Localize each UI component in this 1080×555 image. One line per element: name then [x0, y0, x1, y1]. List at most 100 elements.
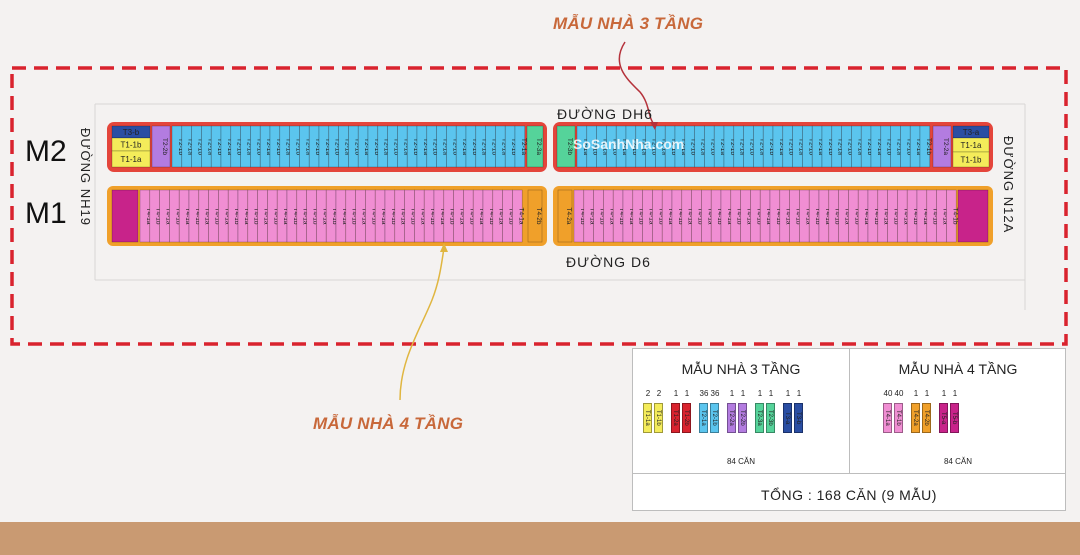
- legend-three-floor-swatch: T2-2b: [738, 403, 747, 433]
- m2-right-lot-label: T2-1b: [670, 138, 677, 155]
- m1-right-lot-label: T4-1a: [902, 208, 909, 225]
- legend-four-floor-swatch: T5-b: [950, 403, 959, 433]
- m2-right-lot-label: T2-1a: [660, 138, 667, 155]
- legend-divider-horizontal: [633, 473, 1065, 474]
- legend-three-floor-count: 1: [768, 389, 774, 398]
- m2-right-lot: [694, 125, 705, 168]
- m2-right-lot: [596, 125, 607, 168]
- legend-four-floor-count: 1: [924, 389, 930, 398]
- m2-left-lot-label: T2-1a: [520, 138, 527, 155]
- m2-right-lot-label: T2-1a: [602, 138, 609, 155]
- legend-four-floor-count: 1: [941, 389, 947, 398]
- m2-right-lot-label: T2-1a: [837, 138, 844, 155]
- m1-right-lot-label: T4-1a: [706, 208, 713, 225]
- legend-four-floor-swatch: T5-a: [939, 403, 948, 433]
- m2-left-lot: [514, 125, 526, 168]
- m1-right-lot-label: T4-1b: [853, 208, 860, 225]
- m2-corner-left-label: T3-b: [123, 128, 140, 137]
- m2-mid-right: [932, 125, 952, 168]
- street-bottom: ĐƯỜNG D6: [566, 254, 651, 270]
- m1-left-lot-label: T4-1a: [419, 208, 426, 225]
- m2-end-right-top-label: T1-1a: [961, 141, 982, 150]
- m2-left-lot-label: T2-1a: [344, 138, 351, 155]
- m2-left-lot-label: T2-1b: [255, 138, 262, 155]
- street-left: ĐƯỜNG NH19: [78, 128, 93, 226]
- m1-left-lot-label: T4-1a: [400, 208, 407, 225]
- m2-right-lot-label: T2-1b: [690, 138, 697, 155]
- m2-left-lot-label: T2-1b: [295, 138, 302, 155]
- callout-arrow-three-floor: [618, 41, 655, 125]
- m2-left-lot-label: T2-1b: [471, 138, 478, 155]
- m1-left-lot-label: T4-1b: [253, 208, 260, 225]
- m1-right-lot: [838, 189, 849, 243]
- m1-right-lot-label: T4-1a: [765, 208, 772, 225]
- block-label-m2: M2: [25, 135, 67, 168]
- m1-right-lot-label: T4-1b: [657, 208, 664, 225]
- legend-three-floor-swatch: T3-a: [783, 403, 792, 433]
- m1-left-lot-label: T4-1b: [429, 208, 436, 225]
- m1-left-lot-label: T4-1a: [341, 208, 348, 225]
- m2-left-lot-label: T2-1b: [412, 138, 419, 155]
- m1-right-lot-label: T4-1b: [932, 208, 939, 225]
- m2-left-lot-label: T2-1b: [510, 138, 517, 155]
- m2-left-lot-label: T2-1a: [500, 138, 507, 155]
- callout-arrow-four-floor-head: [440, 243, 448, 252]
- footer-band: [0, 522, 1080, 555]
- m2-right-lot-label: T2-1b: [651, 138, 658, 155]
- m2-left-lot-label: T2-1b: [216, 138, 223, 155]
- m1-right-lot-label: T4-1b: [814, 208, 821, 225]
- m1-right-lot-label: T4-1a: [883, 208, 890, 225]
- m2-left-lot: [250, 125, 261, 168]
- m1-left-lot: [345, 189, 356, 243]
- m2-left-lot-label: T2-1a: [383, 138, 390, 155]
- m1-left-lot-label: T4-1b: [312, 208, 319, 225]
- m1-right-lot: [593, 189, 604, 243]
- m2-left-lot-label: T2-1a: [226, 138, 233, 155]
- m2-left-lot-label: T2-1b: [177, 138, 184, 155]
- m1-right-lot-label: T4-1b: [775, 208, 782, 225]
- m2-left-lot-label: T2-1a: [363, 138, 370, 155]
- m1-right-lot-label: T4-1a: [785, 208, 792, 225]
- m2-left-lot-label: T2-1b: [432, 138, 439, 155]
- m2-right-lot-label: T2-1a: [641, 138, 648, 155]
- m1-left-lot-label: T4-1b: [272, 208, 279, 225]
- m1-right-lot-label: T4-1b: [736, 208, 743, 225]
- legend-three-floor-swatch: T2-3b: [766, 403, 775, 433]
- m1-right-lot-label: T4-1b: [873, 208, 880, 225]
- m1-left-lot-label: T4-1b: [488, 208, 495, 225]
- legend-title-three-floor: MẪU NHÀ 3 TẦNG: [681, 361, 801, 377]
- m2-left-lot-label: T2-1b: [236, 138, 243, 155]
- m2-left-lot: [377, 125, 388, 168]
- legend-four-floor-count: 40: [894, 389, 904, 398]
- m2-right-lot: [890, 125, 901, 168]
- callout-arrow-four-floor: [399, 247, 445, 401]
- legend-title-four-floor: MẪU NHÀ 4 TẦNG: [898, 361, 1018, 377]
- m2-corner-right-label: T3-a: [963, 128, 980, 137]
- m1-right-lot-label: T4-1a: [844, 208, 851, 225]
- m1-right-lot-label: T4-1b: [677, 208, 684, 225]
- m1-right-lot-label: T4-1b: [893, 208, 900, 225]
- m2-left-lot-label: T2-1b: [373, 138, 380, 155]
- m1-left-lot: [512, 189, 523, 243]
- m1-left-lot-label: T4-1b: [449, 208, 456, 225]
- m1-right-lot-label: T4-1b: [912, 208, 919, 225]
- m1-right-lot-label: T4-1a: [863, 208, 870, 225]
- m1-right-lot-label: T4-1b: [697, 208, 704, 225]
- legend-three-floor-swatch: T1-2b: [682, 403, 691, 433]
- m2-left-lot-label: T2-1a: [442, 138, 449, 155]
- m1-center-right: [557, 189, 573, 243]
- m2-center-right: [556, 125, 576, 168]
- m1-left-lot-label: T4-1a: [498, 208, 505, 225]
- m2-left-lot: [279, 125, 290, 168]
- m1-left-lot-label: T4-1b: [292, 208, 299, 225]
- m2-right-lot-label: T2-1a: [856, 138, 863, 155]
- m1-center-left-label: T4-2b: [535, 208, 542, 225]
- legend-four-floor-count: 40: [883, 389, 893, 398]
- block-label-m1: M1: [25, 197, 67, 230]
- legend-grand-total: TỔNG : 168 CĂN (9 MẪU): [761, 487, 937, 503]
- m2-left-lot: [328, 125, 339, 168]
- m1-right-lot-label: T4-1b: [951, 208, 958, 225]
- m1-left-lot: [492, 189, 503, 243]
